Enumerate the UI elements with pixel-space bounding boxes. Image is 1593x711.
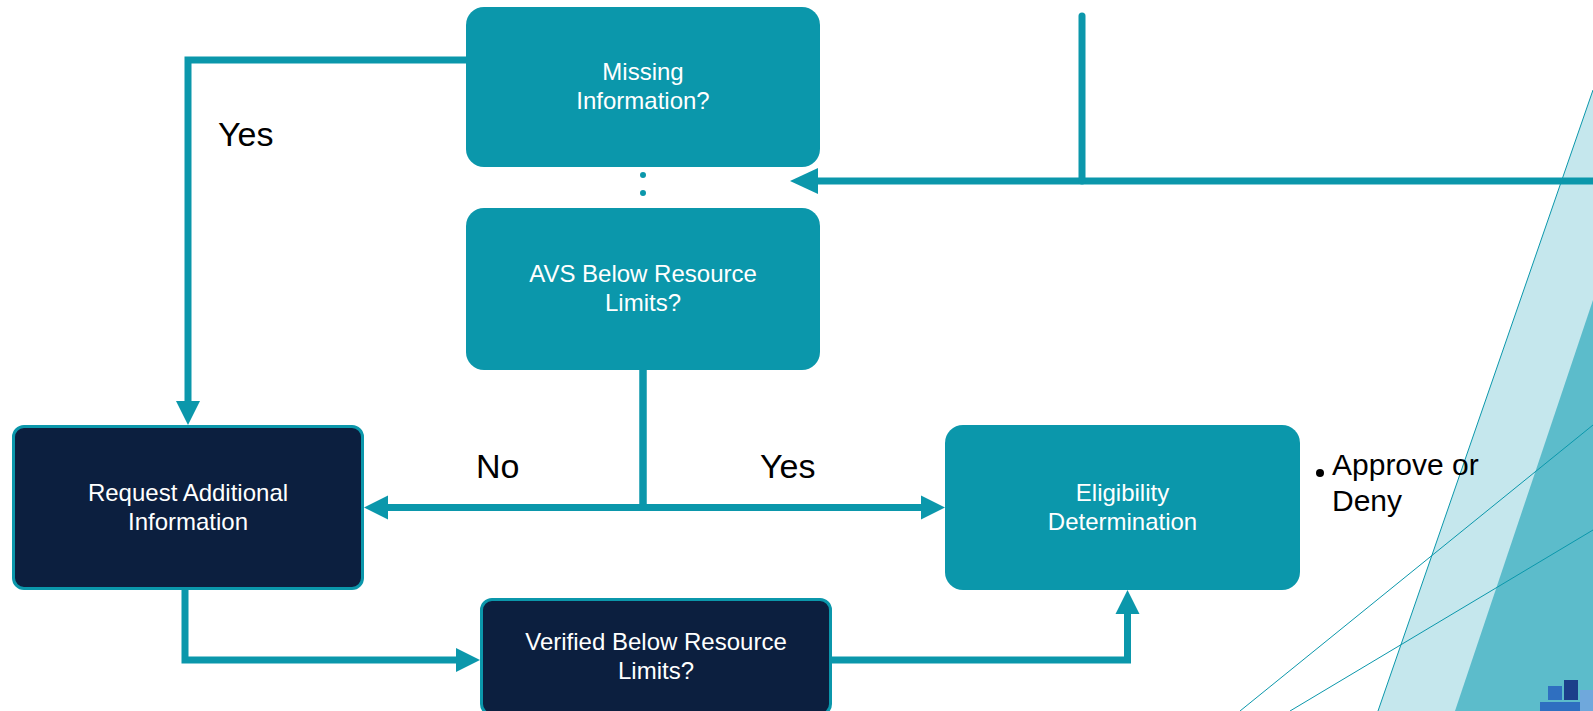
node-text: Verified Below Resource Limits? — [506, 628, 806, 686]
incoming-line — [818, 178, 1593, 185]
decision-box: Verified Below Resource Limits? — [480, 598, 832, 711]
logo-mark — [1564, 680, 1578, 700]
incoming-branch — [1079, 16, 1086, 181]
process-box: Eligibility Determination — [945, 425, 1300, 590]
note-text: Approve or Deny — [1332, 447, 1522, 519]
edge-label: Yes — [218, 116, 273, 153]
arrow-connector — [188, 60, 466, 401]
decor-band — [1455, 300, 1593, 711]
arrow-connector — [388, 370, 643, 508]
edge-label: No — [476, 448, 519, 485]
decision-box: Missing Information? — [466, 7, 820, 167]
arrow-connector — [185, 590, 456, 660]
edge-label: Yes — [760, 448, 815, 485]
bullet-dot — [1316, 469, 1324, 477]
logo-mark — [1580, 690, 1593, 711]
node-text: Eligibility Determination — [1023, 479, 1223, 537]
node-text: Request Additional Information — [38, 479, 338, 537]
arrow-connector — [643, 370, 921, 508]
decor-line — [1290, 530, 1593, 711]
logo-mark — [1540, 702, 1580, 711]
arrow-connector — [832, 614, 1128, 660]
incoming-arrowhead — [790, 168, 818, 194]
logo-mark — [1548, 686, 1562, 700]
node-text: AVS Below Resource Limits? — [513, 260, 773, 318]
node-text: Missing Information? — [543, 58, 743, 116]
decision-box: AVS Below Resource Limits? — [466, 208, 820, 370]
process-box: Request Additional Information — [12, 425, 364, 590]
dotted-connector — [640, 175, 646, 200]
